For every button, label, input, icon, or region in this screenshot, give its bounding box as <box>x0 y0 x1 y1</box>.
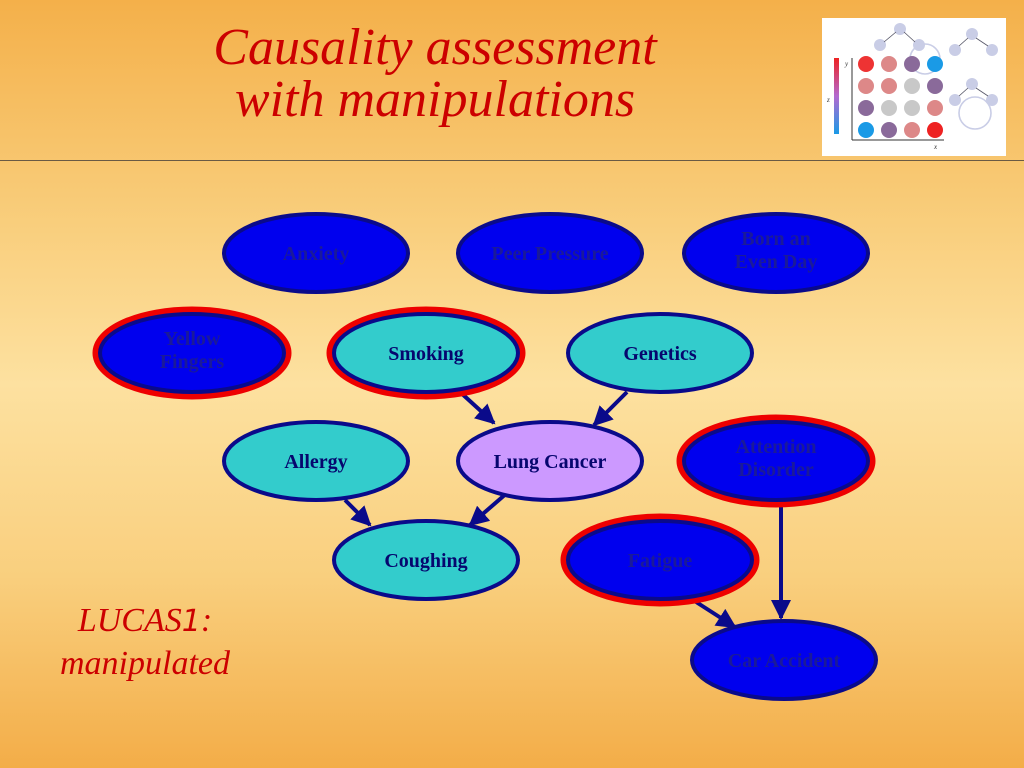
subtitle-number: 1 <box>181 604 201 639</box>
node-shape <box>332 312 520 394</box>
node-shape <box>98 312 286 394</box>
node-shape <box>332 519 520 601</box>
node-label: Peer Pressure <box>491 243 608 265</box>
thumb-dot <box>927 78 943 94</box>
node-genetics: Genetics <box>566 312 754 394</box>
thumbnail-dot-grid <box>858 56 943 138</box>
node-coughing: Coughing <box>332 519 520 601</box>
node-label: Coughing <box>384 550 467 572</box>
node-allergy: Allergy <box>222 420 410 502</box>
edge-fatigue-to-car-accident <box>691 598 737 629</box>
node-shape <box>456 212 644 294</box>
node-shape <box>682 212 870 294</box>
title-divider <box>0 160 1024 161</box>
thumb-x-label: x <box>933 143 938 151</box>
node-lung-cancer: Lung Cancer <box>456 420 644 502</box>
node-label: Genetics <box>623 343 697 365</box>
node-shape <box>690 619 878 701</box>
node-label: Anxiety <box>283 243 350 265</box>
edge-genetics-to-lung-cancer <box>592 390 629 427</box>
node-label: Fatigue <box>628 550 693 572</box>
node-label: Car Accident <box>728 650 841 672</box>
thumb-dot <box>927 100 943 116</box>
node-shape <box>456 420 644 502</box>
thumb-dot <box>881 78 897 94</box>
thumb-dot <box>927 56 943 72</box>
node-shape <box>566 312 754 394</box>
node-shape <box>222 212 410 294</box>
node-peer-pressure: Peer Pressure <box>456 212 644 294</box>
edge-lung-cancer-to-coughing <box>468 491 509 527</box>
subtitle-line-2: manipulated <box>60 645 230 682</box>
title-line-1: Causality assessment <box>213 19 657 76</box>
node-smoking: Smoking <box>326 306 526 400</box>
manipulation-ring <box>92 306 292 400</box>
manipulation-ring <box>326 306 526 400</box>
edges-layer <box>343 390 791 629</box>
node-shape <box>566 519 754 601</box>
node-shape <box>682 420 870 502</box>
thumb-dot <box>881 56 897 72</box>
thumb-dot <box>858 100 874 116</box>
edge-allergy-to-coughing <box>343 498 372 527</box>
node-car-accident: Car Accident <box>690 619 878 701</box>
node-anxiety: Anxiety <box>222 212 410 294</box>
slide-subtitle: LUCAS1: manipulated <box>10 600 280 685</box>
edge-smoking-to-lung-cancer <box>458 390 496 425</box>
manipulation-ring <box>676 414 876 508</box>
subtitle-suffix: : <box>200 602 213 639</box>
thumb-dot <box>904 122 920 138</box>
thumb-dot <box>927 122 943 138</box>
thumb-dot <box>858 56 874 72</box>
node-label: Allergy <box>284 451 347 473</box>
node-fatigue: Fatigue <box>560 513 760 607</box>
thumbnail-image: z y x <box>822 18 1006 156</box>
node-shape <box>222 420 410 502</box>
thumb-y-label: y <box>844 60 849 68</box>
node-label: Lung Cancer <box>494 451 607 473</box>
node-label: Smoking <box>388 343 464 365</box>
thumb-dot <box>881 100 897 116</box>
thumb-dot <box>904 56 920 72</box>
title-line-2: with manipulations <box>234 71 636 128</box>
manipulation-ring <box>560 513 760 607</box>
subtitle-prefix: LUCAS <box>77 602 182 639</box>
thumb-dot <box>858 78 874 94</box>
thumb-dot <box>904 100 920 116</box>
thumb-dot <box>904 78 920 94</box>
thumb-dot <box>858 122 874 138</box>
thumb-z-label: z <box>826 96 830 104</box>
slide-title: Causality assessment with manipulations <box>100 22 770 126</box>
thumb-dot <box>881 122 897 138</box>
